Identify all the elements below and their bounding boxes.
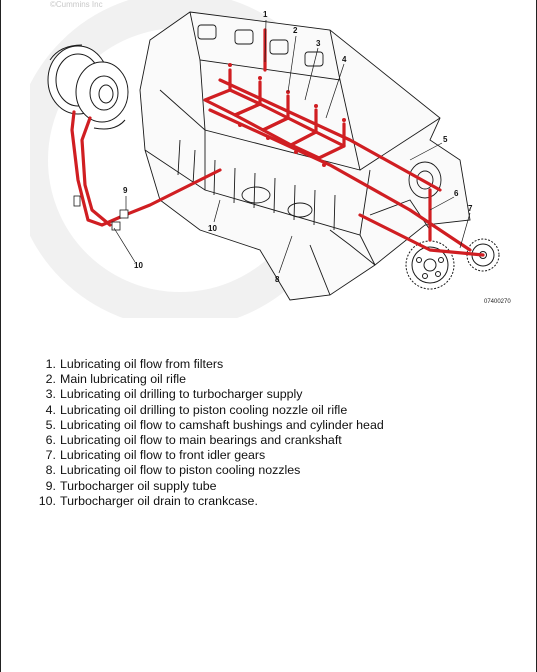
callout-1: 1: [263, 10, 268, 19]
legend-item: 7.Lubricating oil flow to front idler ge…: [45, 448, 266, 463]
legend-item: 9.Turbocharger oil supply tube: [45, 478, 217, 493]
callout-9: 9: [123, 186, 128, 195]
legend-item: 3.Lubricating oil drilling to turbocharg…: [45, 387, 303, 402]
callout-7: 7: [468, 204, 473, 213]
legend-item: 5.Lubricating oil flow to camshaft bushi…: [45, 417, 384, 432]
front-idler-gear: [405, 240, 455, 290]
turbocharger: [47, 44, 129, 130]
legend-list: 1.Lubricating oil flow from filters 2.Ma…: [38, 357, 384, 509]
page-border-left: [0, 0, 1, 672]
callout-5: 5: [443, 135, 448, 144]
engine-lubrication-diagram: 1 2 3 4 5 6 7 8 9 10 10: [30, 0, 500, 318]
callout-8: 8: [275, 275, 280, 284]
legend-item: 8.Lubricating oil flow to piston cooling…: [45, 463, 301, 478]
oil-drops: [228, 63, 346, 167]
callout-4: 4: [342, 55, 347, 64]
legend-item: 4.Lubricating oil drilling to piston coo…: [45, 402, 348, 417]
callout-2: 2: [293, 26, 298, 35]
copyright-text: ©Cummins Inc: [50, 0, 103, 9]
legend-item: 1.Lubricating oil flow from filters: [45, 357, 224, 371]
callout-6: 6: [454, 189, 459, 198]
fittings: [73, 195, 129, 231]
callout-10-block: 10: [208, 224, 217, 233]
leader-lines: [113, 19, 471, 274]
callout-10-drain: 10: [134, 261, 143, 270]
oil-flow-paths: [70, 28, 485, 257]
callout-3: 3: [316, 39, 321, 48]
legend-item: 10.Turbocharger oil drain to crankcase.: [38, 493, 258, 508]
legend-item: 2.Main lubricating oil rifle: [45, 372, 187, 387]
figure-code: 07400270: [484, 299, 511, 305]
legend-item: 6.Lubricating oil flow to main bearings …: [45, 433, 342, 448]
